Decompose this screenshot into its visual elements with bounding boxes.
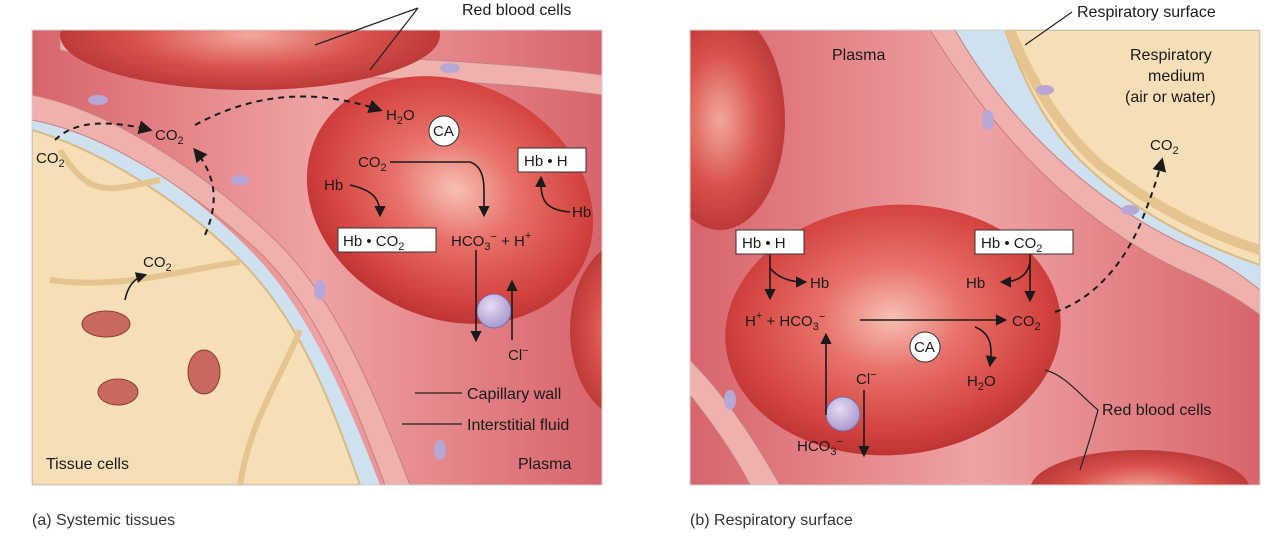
chem-h2o: H2O	[386, 107, 415, 127]
chem-hb-h-a: Hb • H	[524, 153, 568, 170]
nucleus	[1036, 85, 1054, 95]
chem-hb-right: Hb	[572, 204, 591, 221]
mitochondrion-1	[81, 310, 131, 338]
nucleus	[434, 440, 446, 460]
chem-ca-b: CA	[914, 339, 935, 356]
label-red-blood-cells: Red blood cells	[462, 2, 571, 19]
panel-b	[690, 30, 1260, 485]
nucleus	[982, 110, 994, 130]
label-respiratory-medium-2: medium	[1148, 68, 1205, 85]
label-plasma-b: Plasma	[832, 47, 885, 64]
chem-h2o-b: H2O	[967, 373, 996, 393]
nucleus	[88, 95, 108, 105]
chem-co2-interstitial: CO2	[143, 254, 172, 274]
chem-co2-out: CO2	[1150, 137, 1179, 157]
label-respiratory-medium-1: Respiratory	[1130, 47, 1212, 64]
nucleus	[724, 390, 736, 410]
carbonic-anhydrase-a	[428, 115, 460, 147]
label-interstitial-fluid: Interstitial fluid	[467, 417, 569, 434]
chem-cl-b: Cl−	[856, 369, 877, 388]
panel-b-arrows	[764, 11, 1167, 471]
panel-b-rbc-bottom	[1030, 450, 1250, 485]
label-respiratory-medium-3: (air or water)	[1125, 89, 1216, 106]
nucleus	[1121, 205, 1139, 215]
panel-a-rbc-right	[570, 250, 602, 410]
chem-hco3-bottom: HCO3−	[797, 436, 843, 458]
chem-hplus-hco3: H+ + HCO3−	[745, 310, 825, 333]
box-hb-h-b	[735, 229, 805, 255]
caption-a: (a) Systemic tissues	[32, 512, 175, 529]
chem-co2-capillary: CO2	[155, 127, 184, 147]
chem-co2-rbc-b: CO2	[1012, 313, 1041, 333]
panel-a	[32, 30, 602, 485]
label-capillary-wall: Capillary wall	[467, 386, 561, 403]
mitochondrion-2	[97, 378, 139, 406]
chem-hco3-hplus: HCO3− + H+	[451, 230, 531, 253]
nucleus	[231, 175, 249, 185]
chem-ca-a: CA	[433, 123, 454, 140]
chem-co2-rbc: CO2	[358, 154, 387, 174]
caption-b: (b) Respiratory surface	[690, 512, 853, 529]
nucleus	[314, 280, 326, 300]
panel-a-anion-transporter	[476, 293, 512, 329]
panel-a-rbc-top	[60, 30, 440, 90]
panel-b-respiratory-surface	[1003, 30, 1260, 267]
label-red-blood-cells-b: Red blood cells	[1102, 402, 1211, 419]
box-hb-co2-b	[974, 229, 1074, 255]
panel-a-rbc-main	[306, 76, 594, 324]
label-respiratory-surface: Respiratory surface	[1077, 4, 1216, 21]
chem-hb-co2-a: Hb • CO2	[343, 233, 404, 253]
chem-hb-co2-b: Hb • CO2	[981, 235, 1042, 255]
chem-co2-tissue: CO2	[36, 150, 65, 170]
panel-b-rbc-main	[725, 204, 1061, 456]
panel-a-arrows	[54, 7, 571, 425]
box-hb-co2-a	[337, 227, 437, 253]
panel-b-labels: Respiratory surface Respiratory medium (…	[735, 4, 1216, 458]
chem-hb-right-b: Hb	[966, 275, 985, 292]
panel-b-capillary-wall	[929, 30, 1260, 316]
label-plasma: Plasma	[518, 456, 571, 473]
chem-hb-h-b: Hb • H	[742, 235, 786, 252]
chem-hb-left-b: Hb	[810, 275, 829, 292]
panel-a-labels: Red blood cells Capillary wall Interstit…	[36, 2, 591, 473]
box-hb-h-a	[517, 147, 587, 173]
panel-a-lower-capillary-wall	[32, 94, 411, 485]
panel-b-anion-transporter	[825, 396, 861, 432]
panel-b-rbc-left	[690, 30, 785, 230]
label-tissue-cells: Tissue cells	[46, 456, 129, 473]
chem-cl-a: Cl−	[508, 345, 529, 364]
carbonic-anhydrase-b	[909, 331, 941, 363]
nucleus	[440, 63, 460, 73]
mitochondrion-3	[187, 349, 221, 395]
chem-hb-left: Hb	[324, 177, 343, 194]
